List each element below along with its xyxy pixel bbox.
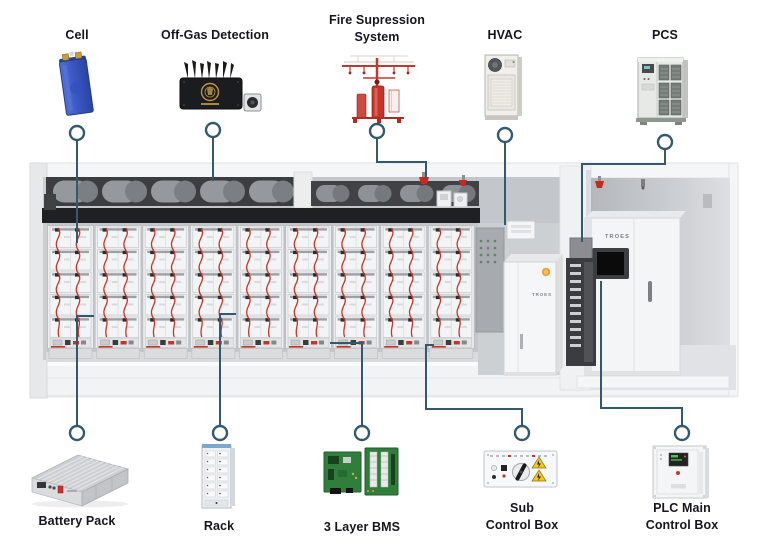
off-gas-detector-icon bbox=[179, 60, 262, 112]
label-fire-supression-system: Fire Supression System bbox=[307, 12, 447, 46]
plc-control-box-icon bbox=[652, 445, 709, 499]
hvac-indoor-unit bbox=[506, 220, 536, 240]
label-fire-line2: System bbox=[354, 30, 400, 44]
label-off-gas-detection: Off-Gas Detection bbox=[161, 28, 269, 42]
label-sub-control-box: Sub Control Box bbox=[462, 500, 582, 534]
battery-cell-icon bbox=[58, 51, 94, 116]
label-cell: Cell bbox=[65, 28, 89, 42]
battery-racks bbox=[48, 226, 475, 359]
bms-board-icon bbox=[323, 447, 399, 496]
label-rack: Rack bbox=[203, 519, 235, 533]
label-sub-line2: Control Box bbox=[485, 518, 559, 532]
label-3-layer-bms: 3 Layer BMS bbox=[323, 520, 401, 534]
junction-panel bbox=[475, 227, 505, 333]
pcs-room: TROES bbox=[566, 176, 736, 390]
hvac-unit-icon bbox=[484, 54, 522, 120]
label-plc-line2: Control Box bbox=[645, 518, 719, 532]
wall-bracket bbox=[703, 194, 712, 208]
vented-power-cabinet bbox=[566, 237, 596, 366]
label-plc-line1: PLC Main bbox=[653, 501, 711, 515]
aisle-control-cabinet: TROES bbox=[503, 254, 563, 376]
sub-control-box-icon bbox=[483, 450, 558, 488]
ceiling-sensor bbox=[641, 179, 645, 190]
label-hvac: HVAC bbox=[487, 28, 523, 42]
ceiling-stud bbox=[293, 171, 313, 209]
pcs-cabinet-icon bbox=[636, 57, 688, 125]
sprinkler-head bbox=[459, 175, 467, 186]
pcs-cabinet-brand-text: TROES bbox=[605, 234, 630, 240]
pcs-control-cabinet: TROES bbox=[584, 211, 686, 376]
battery-pack-icon bbox=[30, 454, 130, 508]
label-plc-main-control-box: PLC Main Control Box bbox=[617, 500, 747, 534]
aisle-cabinet-brand-text: TROES bbox=[532, 292, 552, 297]
fire-suppression-icon bbox=[342, 55, 415, 123]
floor-ledge bbox=[576, 375, 730, 389]
label-pcs: PCS bbox=[651, 28, 678, 42]
label-battery-pack: Battery Pack bbox=[38, 514, 116, 528]
label-fire-line1: Fire Supression bbox=[329, 13, 425, 27]
junction-panel-leds bbox=[479, 239, 497, 264]
label-sub-line1: Sub bbox=[510, 501, 534, 515]
busbar-duct bbox=[42, 208, 480, 223]
rack-icon bbox=[201, 444, 235, 509]
